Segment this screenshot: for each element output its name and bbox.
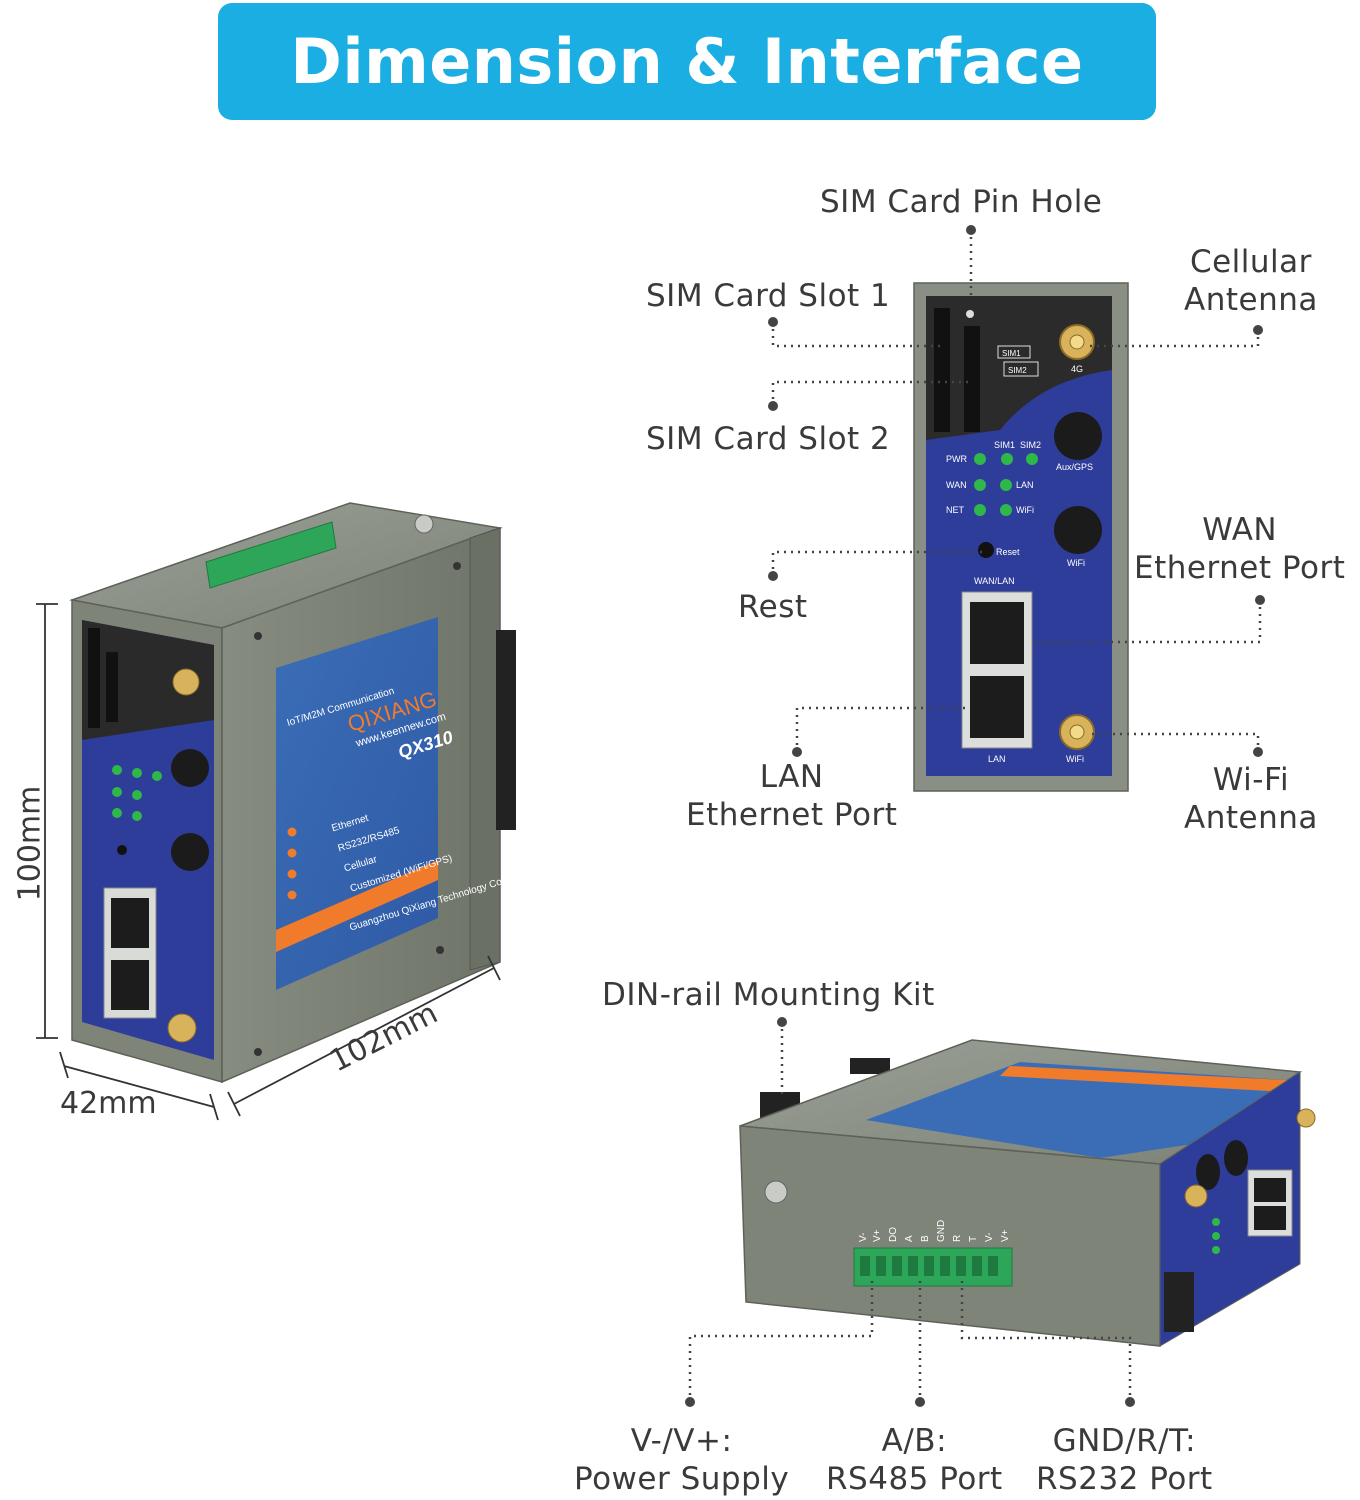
pin-label-5: B: [920, 1235, 931, 1242]
front-wifi-knob-label: WiFi: [1067, 558, 1085, 568]
front-4g-label: 4G: [1071, 364, 1083, 374]
device-side-view: V- V+ DO A B GND R T V- V+: [739, 1039, 1316, 1347]
label-rs485: A/B: RS485 Port: [826, 1423, 1003, 1497]
front-led-wan-label: WAN: [946, 480, 967, 490]
pin-label-9: V-: [984, 1233, 995, 1242]
label-sim-slot-1: SIM Card Slot 1: [646, 278, 891, 314]
front-aux-label: Aux/GPS: [1056, 462, 1093, 472]
pin-label-2: V+: [872, 1229, 883, 1242]
front-lan-port-label: LAN: [988, 754, 1006, 764]
label-sim-slot-2: SIM Card Slot 2: [646, 421, 891, 457]
pin-label-3: DO: [888, 1227, 899, 1242]
label-reset: Rest: [738, 589, 808, 625]
pin-label-10: V+: [1000, 1229, 1011, 1242]
callout-lines-front: [771, 230, 1262, 752]
depth-dimension: 42mm: [60, 1086, 157, 1121]
front-led-lan-label: LAN: [1016, 480, 1034, 490]
label-power-supply: V-/V+: Power Supply: [574, 1423, 790, 1497]
pin-label-8: T: [968, 1236, 979, 1242]
front-led-sim1-label: SIM1: [994, 440, 1015, 450]
label-wifi-antenna: Wi-Fi Antenna: [1184, 762, 1318, 836]
front-wanlan-label: WAN/LAN: [974, 576, 1015, 586]
front-sim2-mark: SIM2: [1008, 366, 1027, 375]
title-banner: Dimension & Interface: [218, 3, 1156, 120]
label-din-rail: DIN-rail Mounting Kit: [602, 977, 935, 1013]
page-title: Dimension & Interface: [290, 25, 1084, 98]
height-dimension: 100mm: [12, 785, 48, 902]
front-sim1-mark: SIM1: [1002, 349, 1021, 358]
pin-label-4: A: [904, 1235, 915, 1242]
front-reset-label: Reset: [996, 547, 1020, 557]
pin-label-7: R: [952, 1235, 963, 1242]
pin-label-6: GND: [936, 1220, 947, 1242]
pin-label-1: V-: [858, 1233, 869, 1242]
front-led-net-label: NET: [946, 505, 965, 515]
device-front-view: SIM1 SIM2 4G Aux/GPS WiFi SIM1 SIM2 PWR …: [913, 282, 1129, 792]
front-led-sim2-label: SIM2: [1020, 440, 1041, 450]
label-lan-port: LAN Ethernet Port: [686, 759, 898, 833]
device-left-view: IoT/M2M Communication QIXIANG www.keenne…: [36, 502, 522, 1121]
label-wan-port: WAN Ethernet Port: [1134, 512, 1346, 586]
label-sim-pin-hole: SIM Card Pin Hole: [820, 184, 1103, 220]
front-led-wifi-label: WiFi: [1016, 505, 1034, 515]
front-led-pwr-label: PWR: [946, 454, 967, 464]
callout-lines-side: [688, 1022, 1132, 1402]
label-cellular-antenna: Cellular Antenna: [1184, 244, 1318, 318]
label-rs232: GND/R/T: RS232 Port: [1036, 1423, 1213, 1497]
front-wifi-port-label: WiFi: [1066, 754, 1084, 764]
